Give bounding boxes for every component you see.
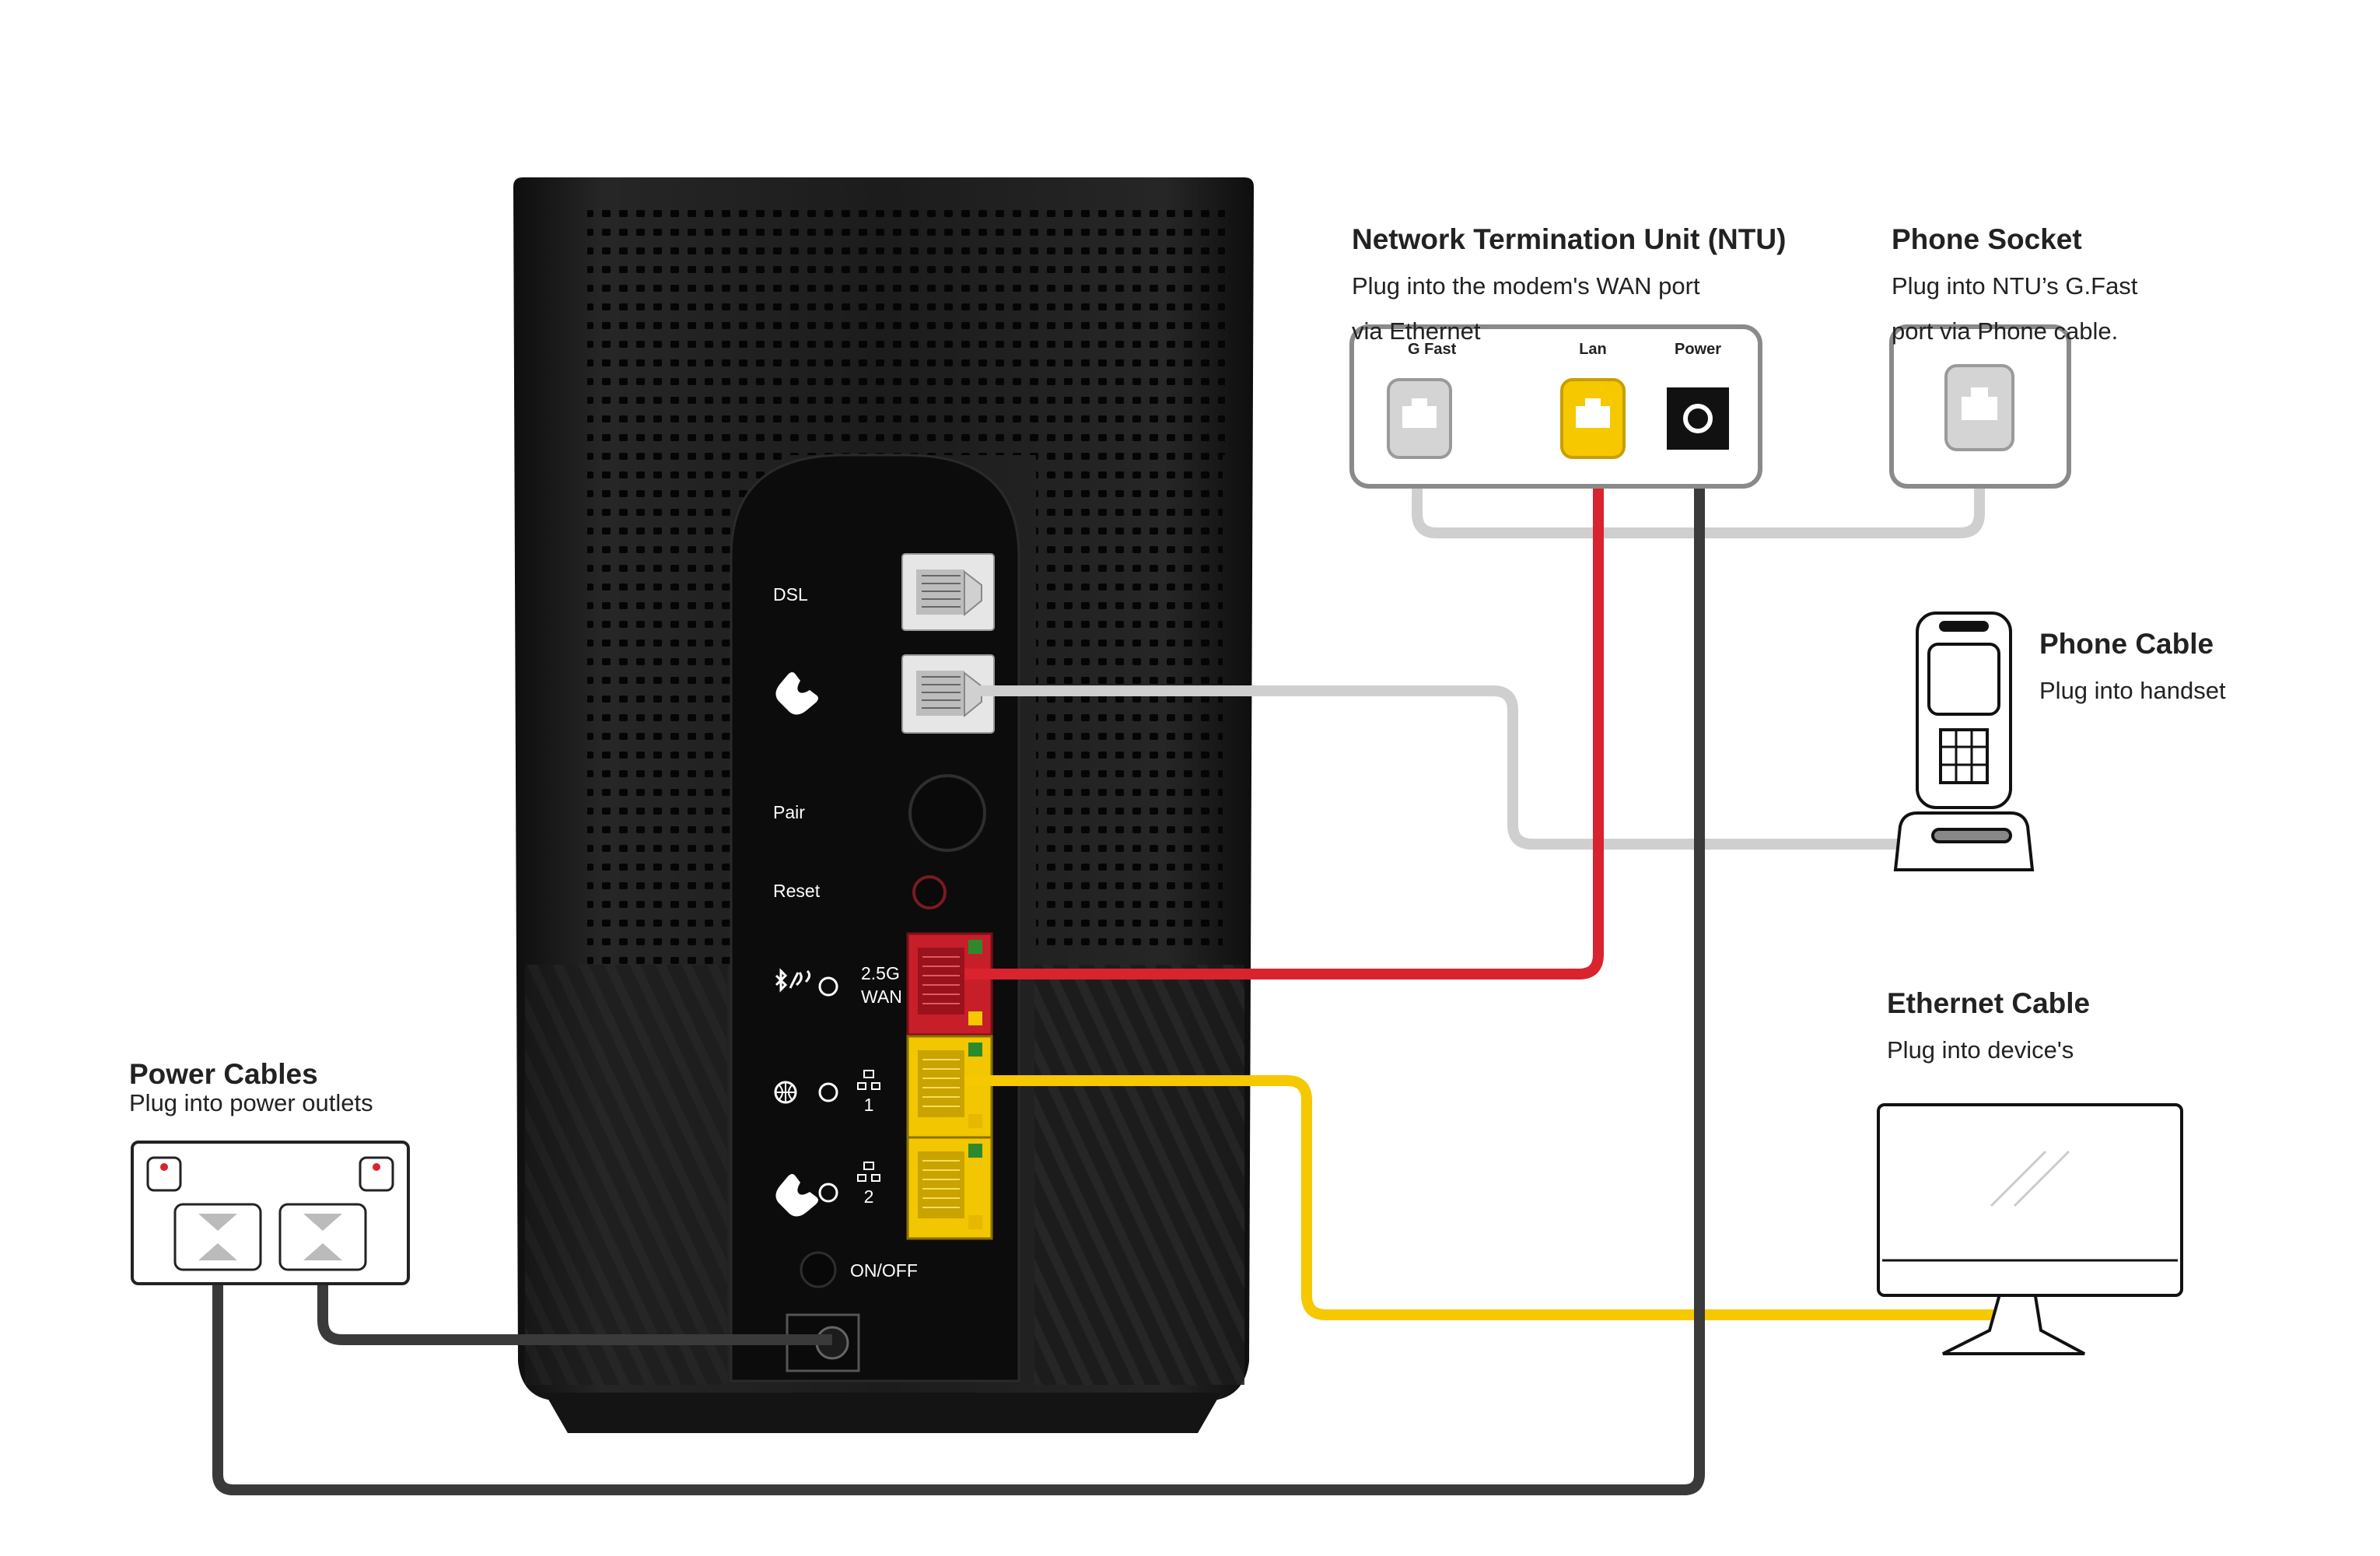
wan-led xyxy=(818,976,838,997)
onoff-button[interactable] xyxy=(800,1251,837,1288)
modem-power-cable xyxy=(317,1243,832,1345)
pair-button[interactable] xyxy=(908,774,986,852)
power-cables-desc: Plug into power outlets xyxy=(129,1089,373,1116)
phone-socket-desc-line1: Plug into NTU’s G.Fast xyxy=(1892,272,2138,300)
handset-cable xyxy=(980,685,1898,850)
outlet-switch-right[interactable] xyxy=(359,1156,394,1192)
phone-handset-icon xyxy=(775,1174,818,1217)
outlet-plug-left xyxy=(173,1203,262,1271)
phone-handset-icon xyxy=(775,672,818,715)
pair-label: Pair xyxy=(773,802,805,822)
wan-label-bottom: WAN xyxy=(861,987,902,1007)
lan2-number: 2 xyxy=(864,1186,874,1207)
ntu-power-cable xyxy=(212,420,1705,1495)
ethernet-cable-title: Ethernet Cable xyxy=(1887,987,2090,1019)
modem: DSL Pair Reset 2.5G WAN xyxy=(513,177,1254,1433)
desktop-monitor-icon xyxy=(1877,1103,2183,1355)
wan-label-top: 2.5G xyxy=(861,963,900,983)
vent-top xyxy=(587,198,1225,455)
voice-led xyxy=(818,1183,838,1203)
phone-cable-desc: Plug into handset xyxy=(2039,677,2226,704)
outlet-switch-left[interactable] xyxy=(146,1156,182,1192)
internet-led xyxy=(818,1082,838,1102)
ntu-power-label: Power xyxy=(1675,341,1721,358)
cordless-phone-icon xyxy=(1893,612,2035,871)
globe-icon xyxy=(774,1081,797,1104)
reset-button[interactable] xyxy=(912,875,947,909)
reset-label: Reset xyxy=(773,881,821,901)
wan-port[interactable] xyxy=(906,932,993,1036)
ethernet-cable-line xyxy=(964,1075,1999,1320)
ethernet-cable-desc: Plug into device's xyxy=(1887,1036,2074,1064)
ridge-texture-left xyxy=(525,965,727,1385)
ntu-desc-line1: Plug into the modem's WAN port xyxy=(1352,272,1700,300)
ntu-lan-port[interactable] xyxy=(1560,378,1626,459)
ntu-box xyxy=(1349,324,1762,489)
ntu-desc-line2: via Ethernet xyxy=(1352,317,1481,345)
modem-base xyxy=(544,1393,1221,1433)
ntu-power-port[interactable] xyxy=(1667,387,1729,450)
ntu-title: Network Termination Unit (NTU) xyxy=(1352,223,1786,255)
phone-socket-desc-line2: port via Phone cable. xyxy=(1892,317,2118,345)
lan1-port[interactable] xyxy=(906,1035,993,1139)
ntu-unit: G Fast Lan Power xyxy=(1349,324,1762,489)
lan2-port[interactable] xyxy=(906,1136,993,1240)
phone-port[interactable] xyxy=(901,654,995,734)
phone-cable-title: Phone Cable xyxy=(2039,628,2214,660)
dsl-port[interactable] xyxy=(901,553,995,631)
phone-socket xyxy=(1889,324,2071,489)
network-icon xyxy=(857,1162,880,1182)
ntu-gfast-label: G Fast xyxy=(1408,341,1457,358)
ntu-lan-label: Lan xyxy=(1579,341,1607,358)
ntu-gfast-port[interactable] xyxy=(1387,378,1452,459)
ridge-texture-right xyxy=(1034,965,1244,1385)
power-cables-title: Power Cables xyxy=(129,1058,318,1090)
power-outlet xyxy=(131,1141,410,1285)
phone-socket-title: Phone Socket xyxy=(1892,223,2082,255)
phone-socket-port[interactable] xyxy=(1944,364,2014,451)
bluetooth-wps-icon xyxy=(775,968,811,993)
dsl-label: DSL xyxy=(773,584,808,605)
network-icon xyxy=(857,1070,880,1090)
outlet-plug-right xyxy=(278,1203,367,1271)
lan1-number: 1 xyxy=(864,1095,874,1115)
onoff-label: ON/OFF xyxy=(850,1260,918,1281)
wan-cable xyxy=(964,420,1604,980)
